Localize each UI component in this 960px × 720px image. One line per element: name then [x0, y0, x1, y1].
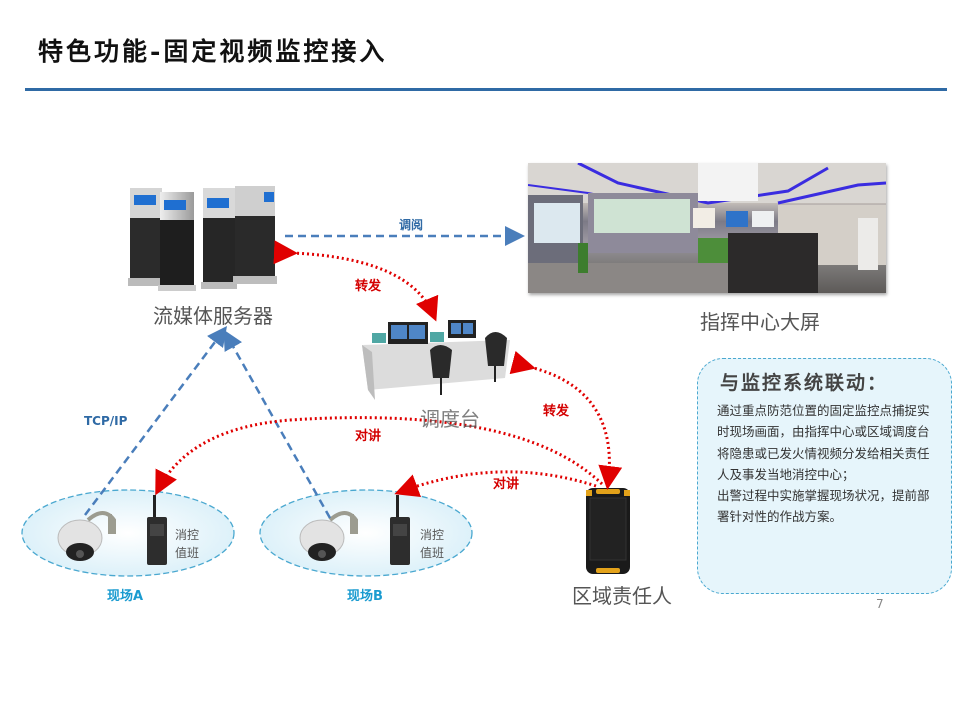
info-paragraph: 通过重点防范位置的固定监控点捕捉实时现场画面，由指挥中心或区域调度台将隐患或已发… — [717, 403, 930, 482]
site-a-radio-label-line2: 值班 — [175, 546, 200, 560]
dispatch-console-icon — [362, 320, 510, 400]
dome-camera-icon — [299, 511, 358, 561]
forward-label-console-phone: 转发 — [543, 404, 570, 419]
command-center-photo — [528, 163, 886, 293]
intercom-label-site-a: 对讲 — [355, 429, 382, 444]
info-callout-title: 与监控系统联动： — [720, 372, 889, 394]
site-a-label: 现场A — [107, 589, 144, 604]
command-center-screen-label: 指挥中心大屏 — [700, 310, 820, 334]
site-b-radio-label-line1: 消控 — [420, 528, 445, 542]
site-a-radio-label: 消控 值班 — [175, 526, 199, 562]
area-responsible-person-label: 区域责任人 — [572, 584, 672, 608]
site-b-radio-label-line2: 值班 — [420, 546, 445, 560]
site-b-label: 现场B — [347, 589, 383, 604]
tcpip-link-site-b — [223, 329, 332, 519]
site-a-zone — [21, 489, 235, 577]
tcpip-label: TCP/IP — [84, 414, 128, 428]
rugged-phone-icon — [586, 488, 630, 574]
walkie-talkie-icon — [390, 495, 410, 565]
forward-link-server-console — [273, 240, 439, 322]
info-callout-box — [697, 358, 952, 594]
walkie-talkie-icon — [147, 495, 167, 565]
site-b-radio-label: 消控 值班 — [420, 526, 444, 562]
info-callout-body: 通过重点防范位置的固定监控点捕捉实时现场画面，由指挥中心或区域调度台将隐患或已发… — [717, 400, 933, 528]
intercom-link-site-a — [155, 416, 604, 496]
media-server-icon — [128, 186, 277, 291]
forward-link-console-phone — [509, 350, 623, 490]
info-paragraph: 出警过程中实施掌握现场状况，提前部署针对性的作战方案。 — [717, 488, 930, 525]
media-server-label: 流媒体服务器 — [153, 304, 273, 328]
slide-title: 特色功能-固定视频监控接入 — [38, 37, 388, 66]
title-divider — [25, 88, 947, 91]
view-link-label: 调阅 — [399, 218, 424, 232]
site-a-radio-label-line1: 消控 — [175, 528, 200, 542]
dispatch-console-label: 调度台 — [420, 407, 480, 431]
forward-label-server-console: 转发 — [355, 279, 382, 294]
intercom-label-site-b: 对讲 — [493, 477, 520, 492]
page-number: 7 — [876, 597, 884, 611]
dome-camera-icon — [57, 511, 116, 561]
